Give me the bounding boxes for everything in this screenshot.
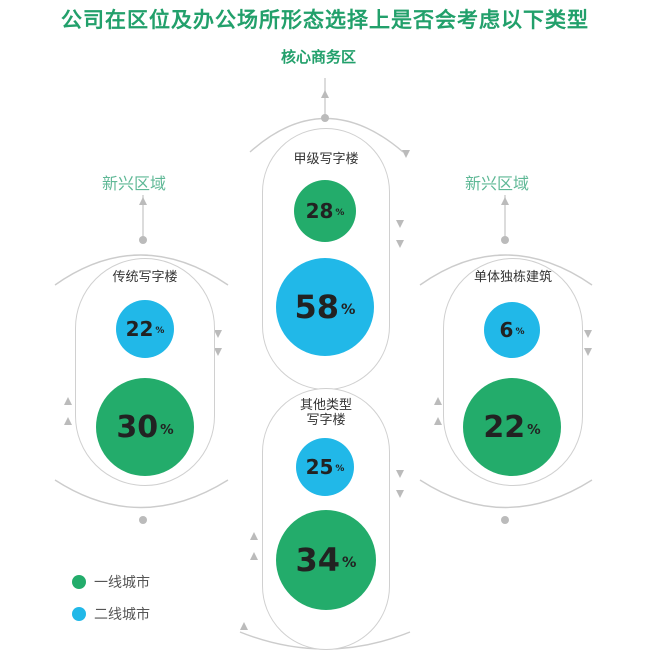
traditional-tier1-circle: 30% xyxy=(96,378,194,476)
standalone-tier1-value: 22 xyxy=(483,409,526,445)
traditional-tier1-value: 30 xyxy=(116,409,159,445)
standalone-tier2-circle: 6% xyxy=(484,302,540,358)
area-label-right: 新兴区域 xyxy=(465,174,530,193)
legend-item-tier2: 二线城市 xyxy=(72,604,150,624)
area-label-left: 新兴区域 xyxy=(102,174,167,193)
percent-sign: % xyxy=(515,326,525,337)
grade-a-label: 甲级写字楼 xyxy=(293,152,359,167)
grade-a-tier2-circle: 58% xyxy=(276,258,374,356)
percent-sign: % xyxy=(335,463,345,474)
other-tier1-circle: 34% xyxy=(276,510,376,610)
percent-sign: % xyxy=(342,554,357,571)
other-tier2-circle: 25% xyxy=(296,438,354,496)
grade-a-tier1-circle: 28% xyxy=(294,180,356,242)
other-label-line2: 写字楼 xyxy=(306,413,346,428)
standalone-tier2-value: 6 xyxy=(499,318,514,342)
percent-sign: % xyxy=(527,421,541,438)
other-tier2-value: 25 xyxy=(305,455,334,479)
area-label-center: 核心商务区 xyxy=(281,48,357,66)
percent-sign: % xyxy=(341,301,356,318)
legend-swatch-tier1 xyxy=(72,575,86,589)
standalone-tier1-circle: 22% xyxy=(463,378,561,476)
legend-swatch-tier2 xyxy=(72,607,86,621)
legend-label-tier1: 一线城市 xyxy=(94,575,150,591)
grade-a-tier2-value: 58 xyxy=(294,288,340,326)
percent-sign: % xyxy=(155,325,165,336)
percent-sign: % xyxy=(335,207,345,218)
other-label: 其他类型 写字楼 xyxy=(262,398,390,428)
standalone-label: 单体独栋建筑 xyxy=(473,270,552,285)
other-label-line1: 其他类型 xyxy=(299,398,352,413)
traditional-tier2-value: 22 xyxy=(125,317,154,341)
page-title: 公司在区位及办公场所形态选择上是否会考虑以下类型 xyxy=(61,8,589,32)
traditional-tier2-circle: 22% xyxy=(116,300,174,358)
other-tier1-value: 34 xyxy=(295,541,341,579)
legend-label-tier2: 二线城市 xyxy=(94,607,150,623)
legend-item-tier1: 一线城市 xyxy=(72,572,150,592)
traditional-label: 传统写字楼 xyxy=(112,270,178,285)
percent-sign: % xyxy=(160,421,174,438)
grade-a-tier1-value: 28 xyxy=(305,199,334,223)
